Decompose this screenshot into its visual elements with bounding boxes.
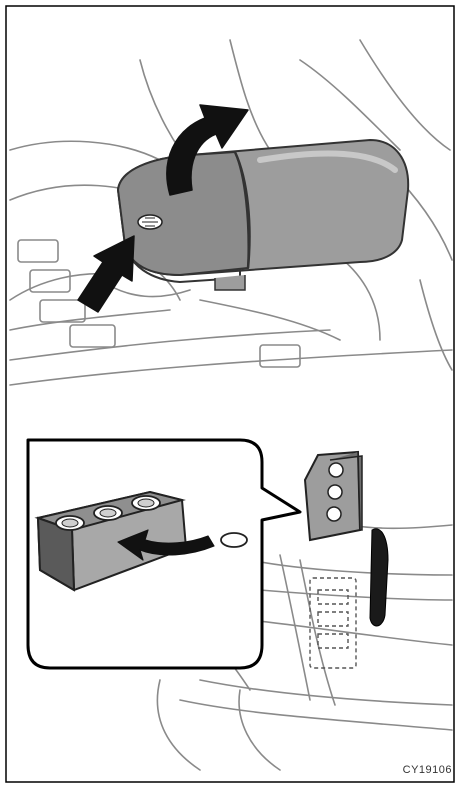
lock-button-icon xyxy=(138,215,162,229)
lid-edge xyxy=(370,529,388,626)
figure-code: CY19106 xyxy=(403,764,452,776)
fuse-location-outline xyxy=(310,578,356,668)
console-lid xyxy=(118,140,408,290)
coin-battery-icon xyxy=(221,533,247,547)
battery-holder xyxy=(305,452,362,540)
